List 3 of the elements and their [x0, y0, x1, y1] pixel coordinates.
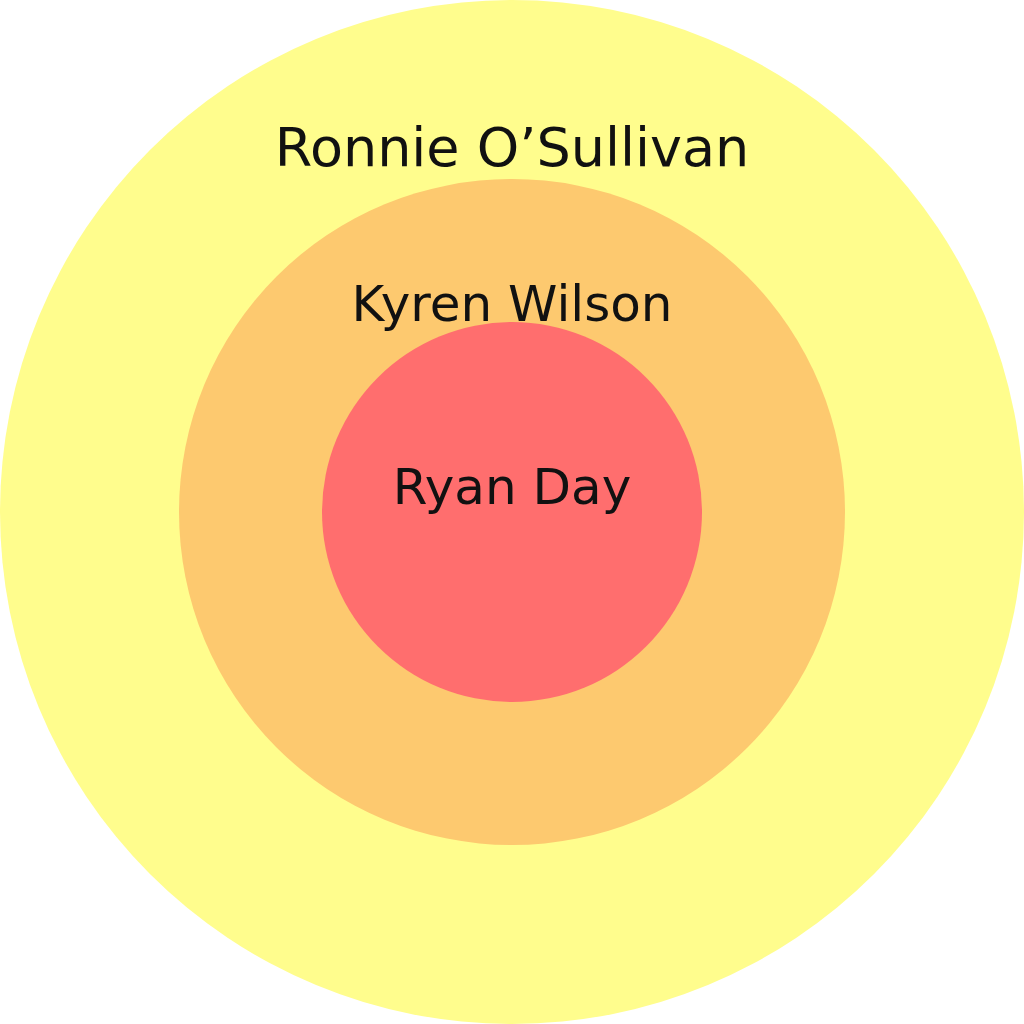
name-label: Ronnie O’Sullivan: [273, 118, 751, 178]
name-label: Ryan Day: [391, 460, 633, 515]
name-label: Kyren Wilson: [350, 277, 674, 332]
